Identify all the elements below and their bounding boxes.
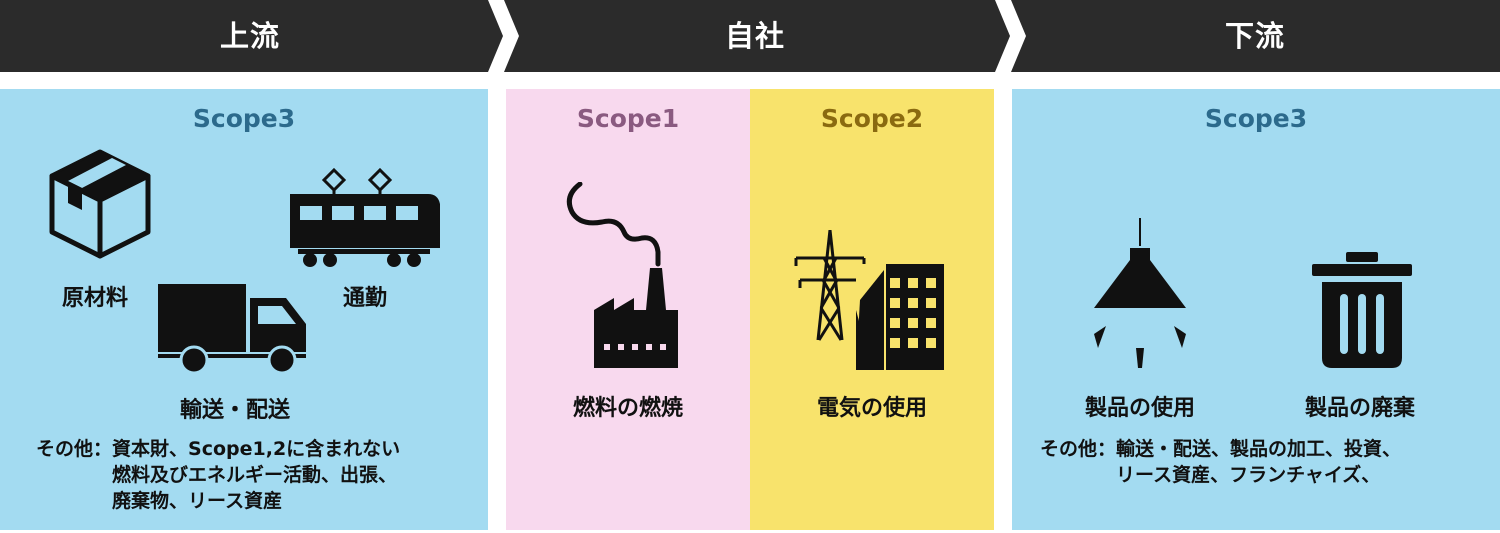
lamp-icon	[1094, 218, 1186, 368]
downstream-item-product-use: 製品の使用	[1084, 396, 1195, 421]
train-icon	[290, 168, 440, 267]
downstream-item-product-disposal: 製品の廃棄	[1304, 396, 1415, 421]
upstream-other-note: その他： 資本財、Scope1,2に含まれない 燃料及びエネルギー活動、出張、 …	[36, 436, 400, 514]
upstream-other-line: 燃料及びエネルギー活動、出張、	[112, 464, 398, 486]
header-company-arrow	[504, 0, 1010, 72]
truck-icon	[158, 284, 306, 374]
downstream-scope-title: Scope3	[1204, 104, 1308, 133]
upstream-item-raw-materials: 原材料	[61, 286, 128, 311]
scope1-item-fuel-combustion: 燃料の燃焼	[572, 396, 683, 421]
upstream-other-prefix: その他：	[36, 438, 113, 460]
scope1-title: Scope1	[576, 104, 680, 133]
upstream-scope-title: Scope3	[192, 104, 296, 133]
box-icon	[49, 149, 151, 259]
downstream-other-line: 輸送・配送、製品の加工、投資、	[1116, 438, 1402, 460]
power-tower-building-icon	[794, 230, 944, 370]
factory-smoke-icon	[566, 182, 678, 368]
header-downstream-arrow	[1011, 0, 1500, 72]
scope2-item-electricity-use: 電気の使用	[816, 396, 927, 421]
downstream-label: 下流	[1224, 19, 1285, 53]
value-chain-header	[0, 0, 1500, 72]
header-upstream-arrow	[0, 0, 503, 72]
upstream-item-commuting: 通勤	[342, 286, 387, 311]
trash-can-icon	[1312, 252, 1412, 368]
upstream-other-line: 廃棄物、リース資産	[112, 490, 283, 512]
downstream-other-note: その他： 輸送・配送、製品の加工、投資、 リース資産、フランチャイズ、	[1040, 436, 1401, 488]
scope2-title: Scope2	[820, 104, 924, 133]
upstream-item-transport: 輸送・配送	[179, 398, 290, 423]
upstream-label: 上流	[219, 19, 280, 53]
downstream-other-prefix: その他：	[1040, 438, 1117, 460]
downstream-other-line: リース資産、フランチャイズ、	[1116, 464, 1381, 486]
downstream-panel	[1012, 89, 1500, 530]
company-label: 自社	[724, 19, 785, 53]
upstream-other-line: 資本財、Scope1,2に含まれない	[112, 438, 401, 460]
